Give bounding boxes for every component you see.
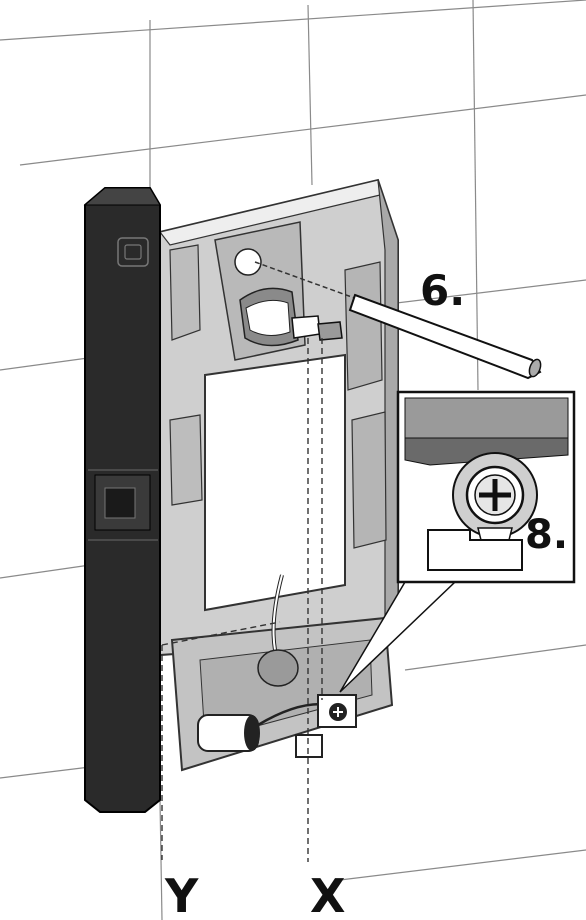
screw-detail-callout <box>339 390 576 693</box>
profile-clip-icon <box>117 237 149 267</box>
drill-bit-icon <box>254 261 542 380</box>
axis-x-label: X <box>310 869 345 920</box>
mounting-frame <box>158 178 399 772</box>
anchor-bolt-icon <box>291 315 343 341</box>
step-screw-label: 8. <box>525 512 568 558</box>
axis-y-label: Y <box>164 869 199 920</box>
measurement-guides <box>161 338 323 862</box>
step-drill-label: 6. <box>420 266 465 315</box>
side-profile <box>83 187 161 813</box>
valve-assembly <box>197 574 357 758</box>
